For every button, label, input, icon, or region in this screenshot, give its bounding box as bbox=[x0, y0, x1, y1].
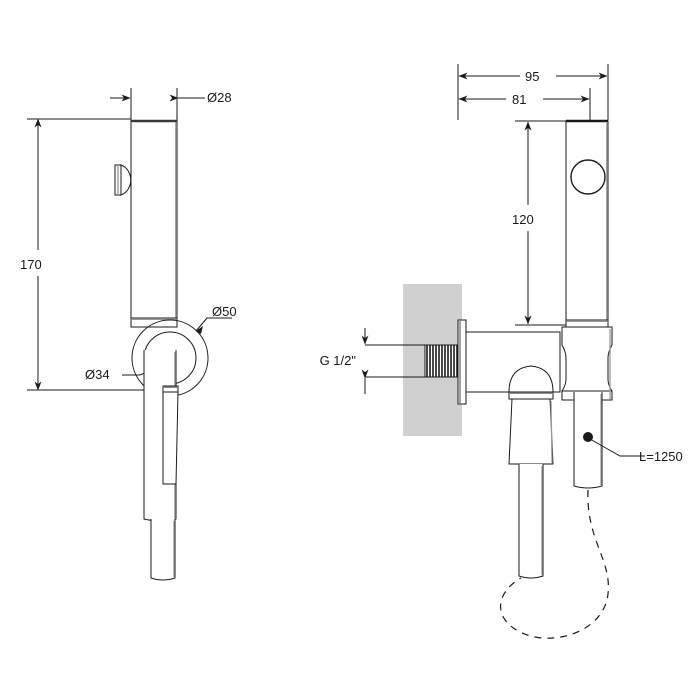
dim-label-thread: G 1/2" bbox=[320, 353, 357, 368]
dim-label-diameter-34: Ø34 bbox=[85, 367, 110, 382]
dim-label-depth-95: 95 bbox=[525, 69, 539, 84]
dim-label-diameter-50: Ø50 bbox=[212, 304, 237, 319]
front-view-group: Ø28 170 bbox=[20, 88, 237, 581]
dim-diameter-28: Ø28 bbox=[110, 88, 232, 122]
hose-length-point-marker bbox=[583, 432, 593, 442]
dim-diameter-34: Ø34 bbox=[85, 367, 153, 382]
dim-depth-95: 95 bbox=[457, 64, 609, 120]
dim-label-height-120: 120 bbox=[512, 212, 534, 227]
dim-diameter-50: Ø50 bbox=[195, 304, 237, 334]
push-button-icon bbox=[570, 159, 606, 195]
dim-height-170: 170 bbox=[20, 118, 170, 391]
dim-hose-length: L=1250 bbox=[583, 432, 683, 464]
dim-depth-81: 81 bbox=[458, 88, 591, 121]
dim-label-diameter-28: Ø28 bbox=[207, 90, 232, 105]
side-body bbox=[565, 119, 609, 328]
dim-height-120: 120 bbox=[512, 120, 566, 326]
dim-label-depth-81: 81 bbox=[512, 92, 526, 107]
side-nozzle bbox=[508, 365, 554, 579]
front-lower-assembly bbox=[143, 350, 179, 581]
side-view-group: 95 81 120 bbox=[320, 64, 683, 639]
dim-label-hose-length: L=1250 bbox=[639, 449, 683, 464]
flexible-hose-dashed bbox=[500, 489, 609, 639]
side-valve-junction bbox=[561, 326, 613, 401]
dim-thread-g-half: G 1/2" bbox=[320, 328, 447, 394]
front-push-button bbox=[114, 164, 132, 196]
dim-label-height-170: 170 bbox=[20, 257, 42, 272]
front-body bbox=[130, 119, 178, 328]
